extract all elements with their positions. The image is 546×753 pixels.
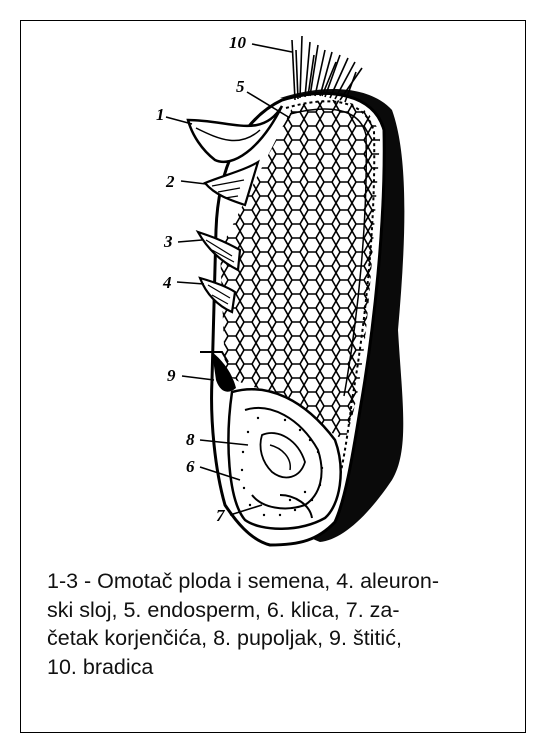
- label-3: 3: [163, 232, 173, 251]
- label-10: 10: [229, 33, 247, 52]
- figure-caption: 1-3 - Omotač ploda i semena, 4. aleuron-…: [47, 567, 507, 681]
- label-5: 5: [236, 77, 245, 96]
- caption-line-3: četak korjenčića, 8. pupoljak, 9. štitić…: [47, 624, 507, 653]
- label-6: 6: [186, 457, 195, 476]
- caption-line-1: 1-3 - Omotač ploda i semena, 4. aleuron-: [47, 567, 507, 596]
- grain-diagram: 10 5 1 2 3 4 9 8 6 7: [0, 0, 546, 560]
- caption-line-2: ski sloj, 5. endosperm, 6. klica, 7. za-: [47, 596, 507, 625]
- label-7: 7: [216, 506, 226, 525]
- label-9: 9: [167, 366, 176, 385]
- label-2: 2: [165, 172, 175, 191]
- caption-line-4: 10. bradica: [47, 653, 507, 682]
- label-8: 8: [186, 430, 195, 449]
- label-1: 1: [156, 105, 165, 124]
- label-4: 4: [162, 273, 172, 292]
